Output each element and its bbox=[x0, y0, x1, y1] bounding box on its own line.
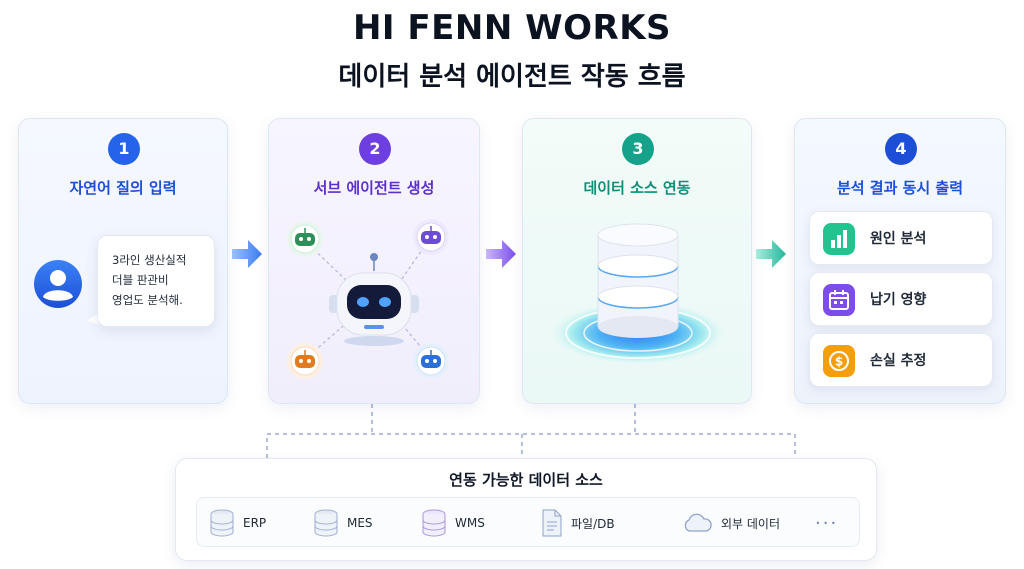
source-item-mes: MES bbox=[313, 498, 373, 548]
source-label: MES bbox=[347, 516, 373, 530]
step-label: 데이터 소스 연동 bbox=[583, 179, 691, 197]
result-label: 손실 추정 bbox=[870, 353, 927, 369]
step-label: 자연어 질의 입력 bbox=[69, 179, 177, 197]
page-subtitle: 데이터 분석 에이전트 작동 흐름 bbox=[338, 62, 686, 92]
source-label: WMS bbox=[455, 516, 485, 530]
step-card-subagents: 2 서브 에이전트 생성 bbox=[268, 118, 480, 404]
dollar-coin-icon: $ bbox=[823, 345, 855, 377]
source-label: ERP bbox=[243, 516, 267, 530]
source-item-wms: WMS bbox=[421, 498, 485, 548]
source-item-erp: ERP bbox=[209, 498, 266, 548]
step-number-badge: 4 bbox=[885, 133, 917, 165]
step-number-badge: 3 bbox=[622, 133, 654, 165]
source-label: 외부 데이터 bbox=[721, 516, 781, 531]
database-illustration bbox=[550, 223, 726, 365]
data-sources-title: 연동 가능한 데이터 소스 bbox=[449, 471, 603, 489]
step-label: 분석 결과 동시 출력 bbox=[836, 179, 964, 197]
cloud-icon bbox=[684, 513, 712, 532]
result-label: 원인 분석 bbox=[870, 231, 927, 247]
query-speech-bubble: 3라인 생산실적 더블 판관비 영업도 분석해. bbox=[97, 235, 215, 327]
result-item-cause-analysis: 원인 분석 bbox=[809, 211, 993, 265]
more-dots: ··· bbox=[815, 512, 839, 534]
page-title: HI FENN WORKS bbox=[352, 8, 672, 48]
sub-agent-icon bbox=[413, 219, 449, 255]
query-line: 더블 판관비 bbox=[112, 273, 169, 287]
bar-chart-icon bbox=[823, 223, 855, 255]
sub-agent-icon bbox=[287, 343, 323, 379]
user-avatar-icon bbox=[33, 259, 83, 309]
document-icon bbox=[542, 509, 562, 537]
database-icon bbox=[422, 509, 446, 537]
sub-agent-icon bbox=[287, 221, 323, 257]
result-item-delivery-impact: 납기 영향 bbox=[809, 272, 993, 326]
step-card-results: 4 분석 결과 동시 출력 원인 분석 납기 영향 $ 손실 추정 bbox=[794, 118, 1006, 404]
calendar-icon bbox=[823, 284, 855, 316]
arrow-right-icon bbox=[232, 240, 262, 268]
step-number-badge: 2 bbox=[359, 133, 391, 165]
source-item-external: 외부 데이터 bbox=[681, 498, 780, 548]
source-item-file-db: 파일/DB bbox=[541, 498, 615, 548]
database-icon bbox=[210, 509, 234, 537]
connector-dashed-path bbox=[266, 404, 796, 458]
svg-text:$: $ bbox=[835, 355, 843, 369]
query-line: 3라인 생산실적 bbox=[112, 253, 187, 267]
result-item-loss-estimate: $ 손실 추정 bbox=[809, 333, 993, 387]
step-number-badge: 1 bbox=[108, 133, 140, 165]
query-line: 영업도 분석해. bbox=[112, 293, 183, 307]
arrow-right-icon bbox=[756, 240, 786, 268]
arrow-right-icon bbox=[486, 240, 516, 268]
step-card-datasource: 3 데이터 소스 연동 bbox=[522, 118, 752, 404]
step-card-input: 1 자연어 질의 입력 3라인 생산실적 더블 판관비 영업도 분석해. bbox=[18, 118, 228, 404]
more-sources: ··· bbox=[815, 498, 838, 548]
agent-network-illustration bbox=[287, 219, 449, 379]
data-sources-panel: 연동 가능한 데이터 소스 ERP MES WMS 파일/DB 외부 데이터 ·… bbox=[175, 458, 877, 561]
database-icon bbox=[314, 509, 338, 537]
source-label: 파일/DB bbox=[571, 516, 615, 531]
data-sources-row: ERP MES WMS 파일/DB 외부 데이터 ··· bbox=[196, 497, 860, 547]
main-robot-icon bbox=[329, 253, 419, 346]
result-label: 납기 영향 bbox=[870, 292, 927, 308]
sub-agent-icon bbox=[413, 343, 449, 379]
step-label: 서브 에이전트 생성 bbox=[313, 179, 435, 197]
